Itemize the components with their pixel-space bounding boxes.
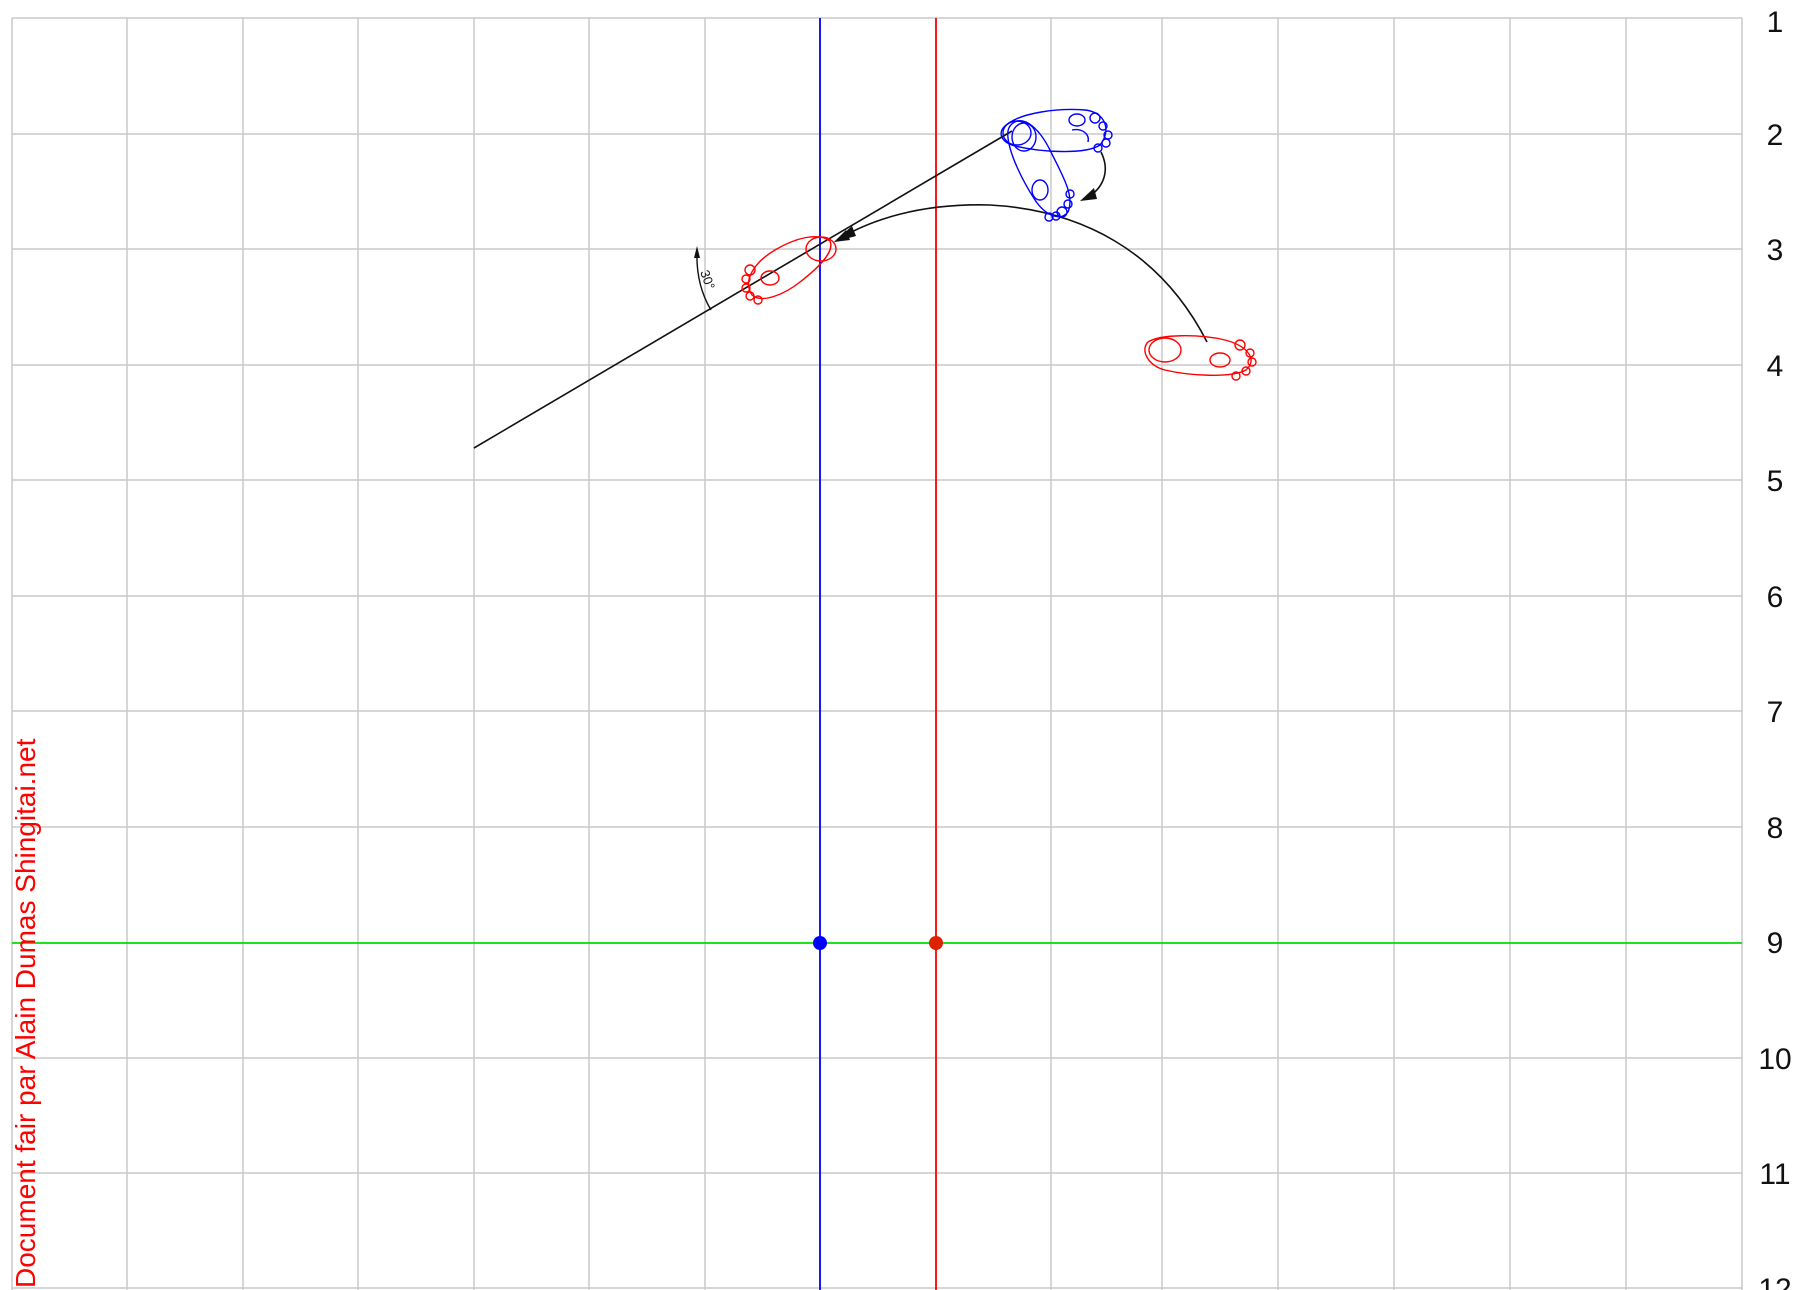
author-credit: Document fair par Alain Dumas Shingitai.… [10, 738, 41, 1288]
grid [11, 17, 1743, 1290]
red-foot-front [741, 236, 837, 305]
red-foot-right [1144, 335, 1257, 381]
row-label-2: 2 [1767, 119, 1784, 152]
curved-path-arrowhead [834, 230, 850, 242]
row-label-8: 8 [1767, 812, 1784, 845]
pivot-arrowhead [1080, 188, 1097, 201]
row-label-10: 10 [1758, 1043, 1791, 1076]
row-label-11: 11 [1759, 1158, 1790, 1191]
direction-line [473, 130, 1013, 449]
blue-origin-dot [813, 936, 827, 950]
row-label-3: 3 [1767, 234, 1784, 267]
row-label-6: 6 [1767, 581, 1784, 614]
blue-foot-start [1000, 108, 1113, 153]
row-label-4: 4 [1767, 350, 1784, 383]
row-label-7: 7 [1767, 696, 1784, 729]
red-origin-dot [929, 936, 943, 950]
row-label-1: 1 [1767, 6, 1784, 39]
grid-vertical-lines [11, 18, 1743, 1290]
grid-horizontal-lines [12, 17, 1742, 1289]
angle-label: 30° [697, 268, 718, 292]
row-label-9: 9 [1767, 927, 1784, 960]
pivot-arc [1089, 151, 1106, 197]
angle-arc-arrowhead [694, 246, 700, 258]
curved-path [836, 204, 1208, 343]
blue-foot-turned [1007, 120, 1075, 222]
row-label-5: 5 [1767, 465, 1784, 498]
row-labels: 1 2 3 4 5 6 7 8 9 10 11 12 [1758, 6, 1791, 1290]
row-label-12: 12 [1758, 1273, 1791, 1290]
